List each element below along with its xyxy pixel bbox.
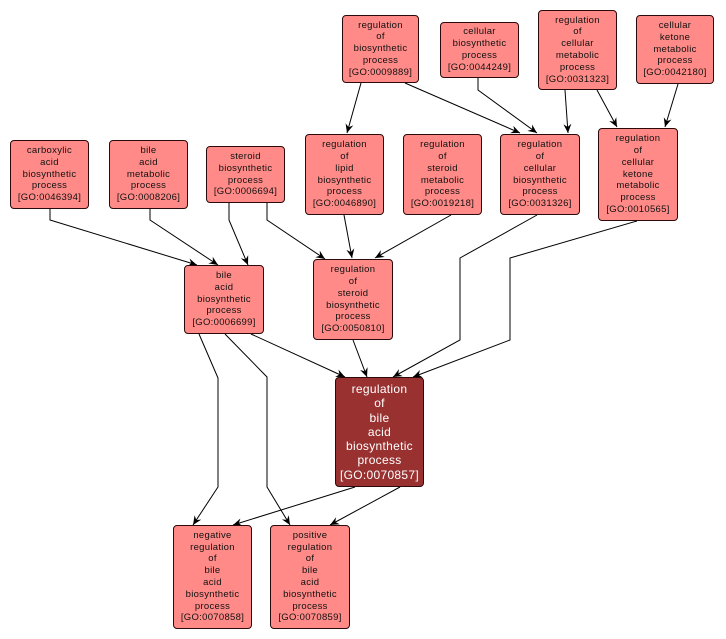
edge-go-0006699-to-go-0070859 bbox=[224, 333, 291, 526]
node-go-0031326[interactable]: regulation of cellular biosynthetic proc… bbox=[500, 134, 580, 215]
edge-go-0050810-to-go-0070857 bbox=[352, 339, 368, 378]
node-label: regulation of cellular biosynthetic proc… bbox=[508, 139, 572, 210]
node-label: bile acid biosynthetic process [GO:00066… bbox=[192, 270, 256, 329]
node-label: bile acid metabolic process [GO:0008206] bbox=[116, 145, 181, 204]
node-label: regulation of bile acid biosynthetic pro… bbox=[340, 382, 419, 482]
node-go-0046394[interactable]: carboxylic acid biosynthetic process [GO… bbox=[10, 140, 89, 209]
node-go-0006699[interactable]: bile acid biosynthetic process [GO:00066… bbox=[184, 265, 264, 334]
edge-go-0031323-to-go-0031326 bbox=[563, 89, 572, 134]
edge-go-0019218-to-go-0050810 bbox=[374, 214, 452, 259]
edge-go-0070857-to-go-0070858 bbox=[232, 486, 356, 527]
edge-go-0046394-to-go-0006699 bbox=[49, 209, 198, 267]
edge-go-0008206-to-go-0006699 bbox=[149, 209, 219, 266]
node-label: regulation of cellular metabolic process… bbox=[545, 14, 610, 85]
node-go-0050810[interactable]: regulation of steroid biosynthetic proce… bbox=[313, 259, 393, 340]
node-label: cellular biosynthetic process [GO:004424… bbox=[447, 26, 512, 73]
node-go-0008206[interactable]: bile acid metabolic process [GO:0008206] bbox=[109, 140, 188, 209]
node-label: carboxylic acid biosynthetic process [GO… bbox=[17, 145, 82, 204]
edge-go-0010565-to-go-0070857 bbox=[412, 220, 638, 378]
node-go-0046890[interactable]: regulation of lipid biosynthetic process… bbox=[305, 134, 384, 215]
edge-go-0070857-to-go-0070859 bbox=[329, 486, 401, 526]
edge-go-0006694-to-go-0006699 bbox=[228, 203, 249, 266]
edge-go-0044249-to-go-0031326 bbox=[477, 78, 538, 134]
node-go-0070858[interactable]: negative regulation of bile acid biosynt… bbox=[173, 525, 252, 629]
node-label: regulation of steroid metabolic process … bbox=[410, 139, 475, 210]
edge-go-0006699-to-go-0070858 bbox=[192, 333, 219, 526]
node-go-0010565[interactable]: regulation of cellular ketone metabolic … bbox=[598, 128, 678, 221]
node-label: negative regulation of bile acid biosynt… bbox=[180, 529, 245, 624]
node-label: cellular ketone metabolic process [GO:00… bbox=[643, 20, 707, 79]
node-go-0070857-selected[interactable]: regulation of bile acid biosynthetic pro… bbox=[335, 377, 424, 487]
node-label: regulation of cellular ketone metabolic … bbox=[606, 133, 670, 215]
node-go-0019218[interactable]: regulation of steroid metabolic process … bbox=[403, 134, 482, 215]
node-label: steroid biosynthetic process [GO:0006694… bbox=[213, 150, 278, 198]
node-label: regulation of lipid biosynthetic process… bbox=[312, 139, 377, 210]
edge-go-0006699-to-go-0070857 bbox=[250, 333, 346, 378]
edge-go-0042180-to-go-0010565 bbox=[663, 83, 679, 128]
node-go-0031323[interactable]: regulation of cellular metabolic process… bbox=[538, 10, 617, 90]
edge-go-0009889-to-go-0031326 bbox=[404, 82, 521, 134]
edge-go-0031326-to-go-0070857 bbox=[392, 214, 538, 378]
edge-go-0031323-to-go-0010565 bbox=[596, 89, 618, 128]
edge-go-0009889-to-go-0046890 bbox=[345, 82, 362, 134]
node-label: positive regulation of bile acid biosynt… bbox=[278, 529, 342, 624]
edge-go-0006694-to-go-0050810 bbox=[266, 203, 326, 260]
node-go-0006694[interactable]: steroid biosynthetic process [GO:0006694… bbox=[206, 146, 285, 203]
node-label: regulation of biosynthetic process [GO:0… bbox=[348, 19, 413, 78]
edge-go-0046890-to-go-0050810 bbox=[343, 214, 355, 259]
node-go-0044249[interactable]: cellular biosynthetic process [GO:004424… bbox=[440, 22, 519, 78]
node-label: regulation of steroid biosynthetic proce… bbox=[321, 264, 385, 335]
node-go-0070859[interactable]: positive regulation of bile acid biosynt… bbox=[270, 525, 350, 629]
node-go-0009889[interactable]: regulation of biosynthetic process [GO:0… bbox=[342, 15, 419, 83]
node-go-0042180[interactable]: cellular ketone metabolic process [GO:00… bbox=[636, 15, 714, 84]
